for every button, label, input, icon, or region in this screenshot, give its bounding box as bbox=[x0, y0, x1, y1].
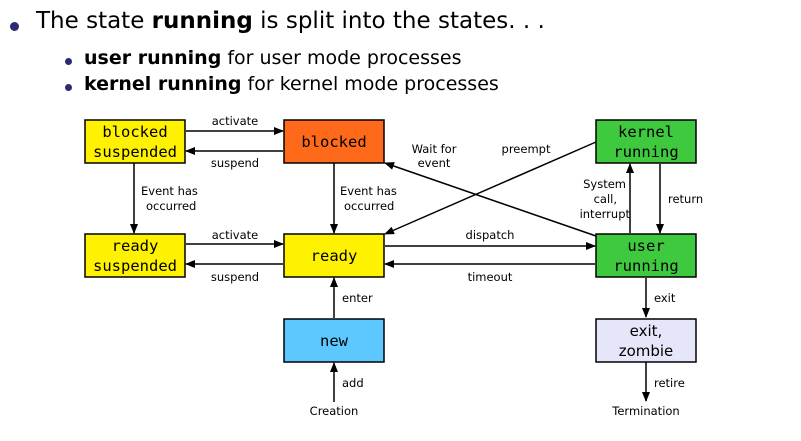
state-ready-suspended bbox=[84, 233, 186, 278]
label-suspend-bottom: suspend bbox=[211, 270, 259, 284]
state-exit-zombie-line1: exit, bbox=[630, 322, 663, 340]
label-exit: exit bbox=[654, 291, 676, 305]
label-suspend-top: suspend bbox=[211, 156, 259, 170]
transitions bbox=[130, 127, 664, 402]
bullet-dot bbox=[10, 22, 19, 31]
label-activate-bottom: activate bbox=[212, 228, 259, 242]
label-timeout: timeout bbox=[468, 270, 513, 284]
state-ready bbox=[283, 233, 385, 278]
state-user-running bbox=[595, 233, 697, 278]
label-add: add bbox=[342, 376, 364, 390]
arrow-wait-for-event bbox=[384, 162, 597, 237]
state-blocked-suspended-line2: suspended bbox=[93, 143, 177, 161]
label-system-call-line2: call, bbox=[594, 192, 617, 206]
label-dispatch: dispatch bbox=[466, 228, 515, 242]
bullet-sub-bold: kernel running bbox=[84, 73, 242, 95]
label-return: return bbox=[668, 192, 703, 206]
label-event-mid-line1: Event has bbox=[340, 184, 397, 198]
state-kernel-running bbox=[595, 119, 697, 164]
state-exit-zombie-line2: zombie bbox=[619, 342, 674, 360]
state-blocked-suspended-line1: blocked bbox=[102, 123, 167, 141]
bullet-sub-post: for user mode processes bbox=[221, 47, 462, 69]
label-wait-for-event-line2: event bbox=[418, 156, 451, 170]
label-termination: Termination bbox=[611, 404, 679, 418]
bullet-main-bold: running bbox=[151, 8, 253, 34]
sub-bullet-dot bbox=[65, 58, 72, 65]
state-kernel-running-line1: kernel bbox=[618, 123, 674, 141]
state-ready-label: ready bbox=[311, 247, 358, 265]
state-new-label: new bbox=[320, 332, 349, 350]
label-event-left-line2: occurred bbox=[146, 199, 196, 213]
bullet-sub-post: for kernel mode processes bbox=[241, 73, 499, 95]
bullet-main-post: is split into the states. . . bbox=[252, 8, 545, 34]
label-preempt: preempt bbox=[502, 142, 551, 156]
label-enter: enter bbox=[342, 291, 373, 305]
state-kernel-running-line2: running bbox=[613, 143, 678, 161]
state-blocked-suspended bbox=[84, 119, 186, 164]
bullet-sub-bold: user running bbox=[84, 47, 222, 69]
sub-bullet-dot bbox=[65, 84, 72, 91]
label-system-call-line1: System bbox=[583, 177, 626, 191]
label-activate-top: activate bbox=[212, 114, 259, 128]
label-event-left-line1: Event has bbox=[141, 184, 198, 198]
label-event-mid-line2: occurred bbox=[344, 199, 394, 213]
bullet-main-pre: The state bbox=[36, 8, 152, 34]
state-exit-zombie bbox=[595, 318, 697, 363]
state-new bbox=[283, 318, 385, 363]
arrow-preempt bbox=[384, 141, 597, 235]
state-ready-suspended-line2: suspended bbox=[93, 257, 177, 275]
state-user-running-line2: running bbox=[613, 257, 678, 275]
state-blocked bbox=[283, 119, 385, 164]
label-retire: retire bbox=[654, 376, 685, 390]
label-wait-for-event-line1: Wait for bbox=[412, 142, 457, 156]
state-blocked-label: blocked bbox=[301, 133, 366, 151]
label-system-call-line3: interrupt bbox=[580, 207, 631, 221]
state-ready-suspended-line1: ready bbox=[112, 237, 159, 255]
label-creation: Creation bbox=[310, 404, 359, 418]
state-user-running-line1: user bbox=[627, 237, 664, 255]
